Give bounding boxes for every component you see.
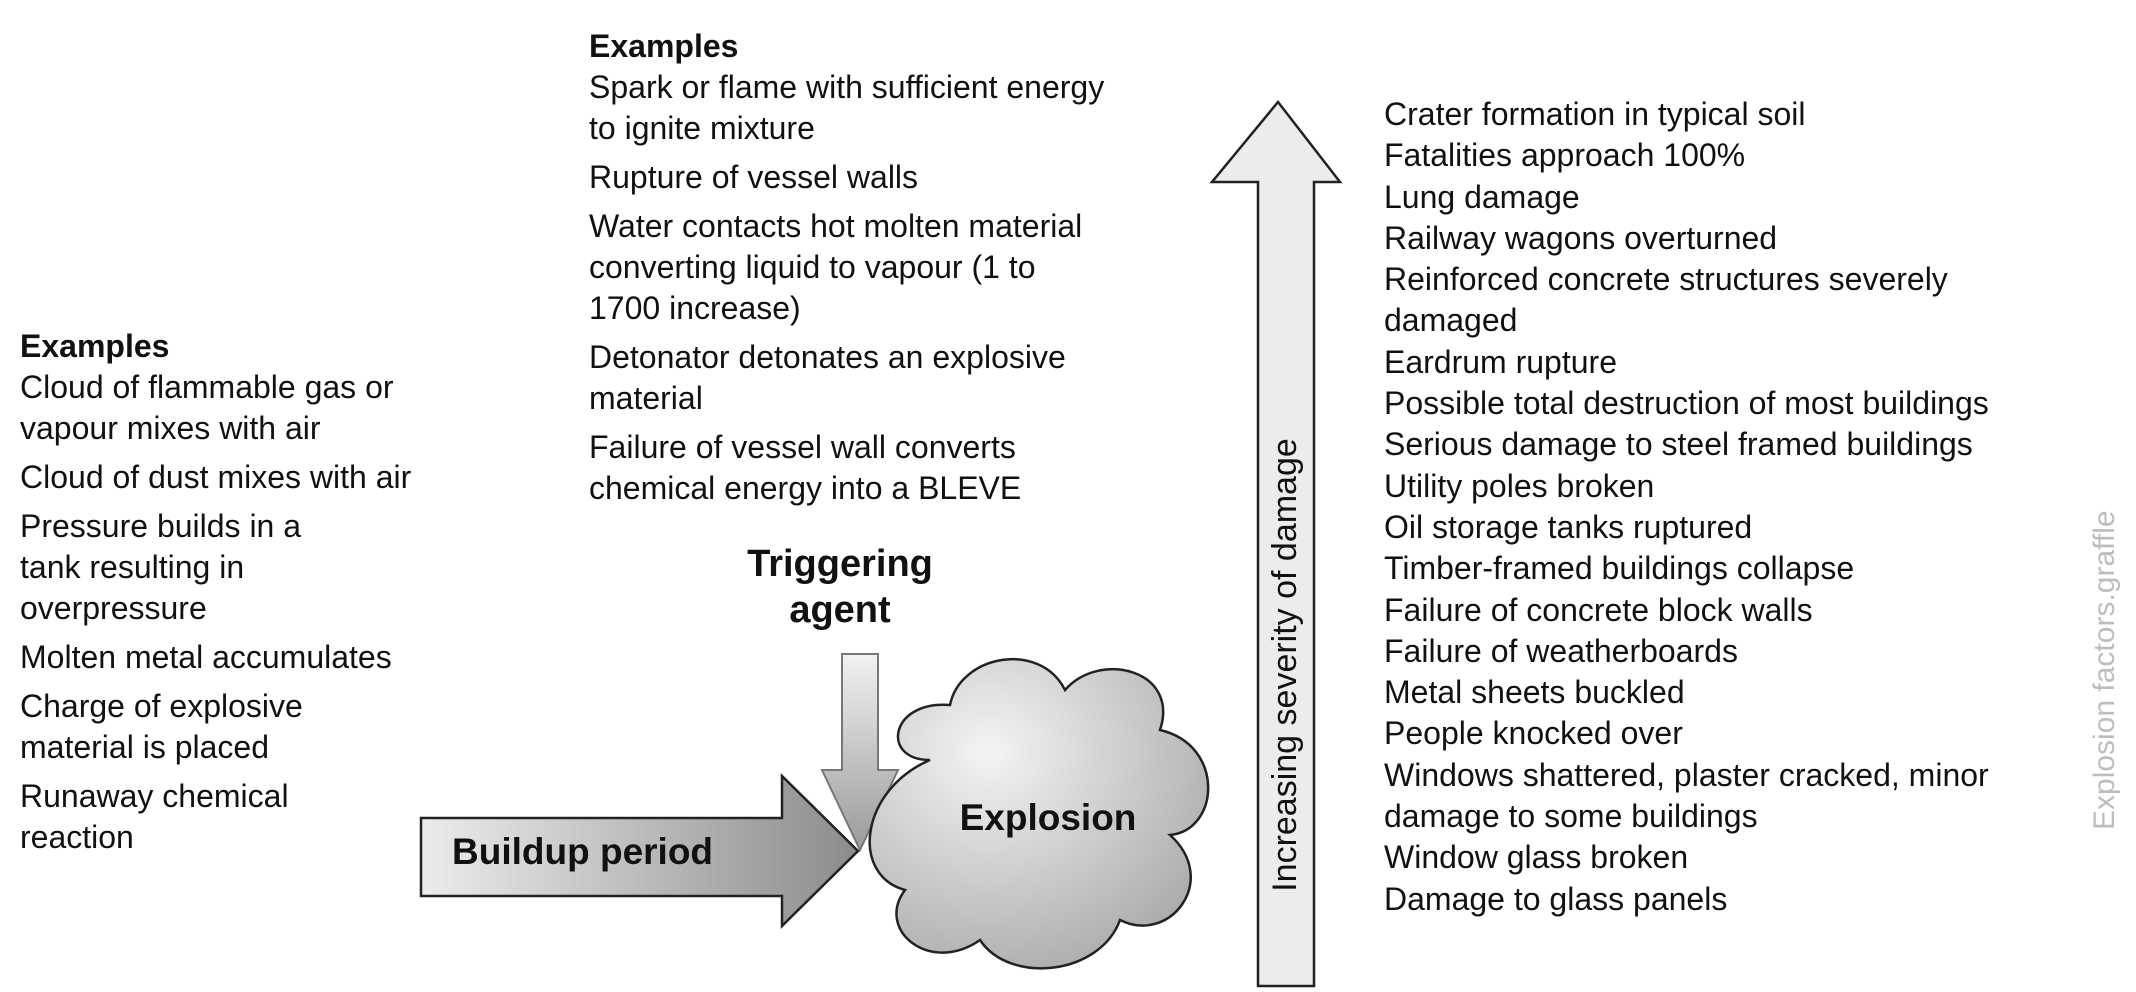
severity-arrow: Increasing severity of damage — [1209, 99, 1343, 988]
list-item-line: reaction — [20, 819, 134, 855]
list-item-line: Rupture of vessel walls — [589, 159, 919, 195]
list-item-line: Eardrum rupture — [1384, 343, 1617, 380]
list-item-line: Utility poles broken — [1384, 467, 1655, 504]
list-item-line: Failure of weatherboards — [1384, 632, 1738, 669]
list-item-line: Damage to glass panels — [1384, 880, 1728, 917]
list-item-line: Reinforced concrete structures severely — [1384, 261, 1948, 298]
initial-conditions-examples: Examples Cloud of flammable gas or vapour… — [20, 326, 411, 866]
list-item: Window glass broken — [1384, 837, 1989, 878]
list-item-line: Metal sheets buckled — [1384, 674, 1685, 711]
triggering-agent-label-line2: agent — [789, 589, 891, 631]
list-item-line: Crater formation in typical soil — [1384, 96, 1806, 132]
list-item-line: to ignite mixture — [589, 110, 815, 146]
triggering-agent-examples: Examples Spark or flame with sufficient … — [589, 26, 1104, 517]
list-item: Spark or flame with sufficient energy to … — [589, 67, 1104, 149]
list-item: Crater formation in typical soil — [1384, 94, 1989, 135]
middle-examples-heading: Examples — [589, 28, 739, 64]
list-item-line: Detonator detonates an explosive — [589, 339, 1066, 375]
list-item: Windows shattered, plaster cracked, mino… — [1384, 755, 1989, 838]
list-item: Pressure builds in a tank resulting in ove… — [20, 506, 411, 629]
list-item-line: Oil storage tanks ruptured — [1384, 508, 1753, 545]
list-item: Cloud of dust mixes with air — [20, 457, 411, 498]
severity-arrow-label: Increasing severity of damage — [1266, 438, 1304, 892]
list-item-line: Charge of explosive — [20, 688, 303, 724]
list-item: Metal sheets buckled — [1384, 672, 1989, 713]
left-examples-heading: Examples — [20, 328, 170, 364]
list-item-line: Failure of concrete block walls — [1384, 591, 1813, 628]
buildup-period-arrow: Buildup period — [419, 773, 860, 929]
list-item: Failure of concrete block walls — [1384, 590, 1989, 631]
list-item-line: Window glass broken — [1384, 839, 1689, 876]
list-item-line: Lung damage — [1384, 178, 1580, 215]
list-item: Timber-framed buildings collapse — [1384, 548, 1989, 589]
list-item: Charge of explosive material is placed — [20, 686, 411, 768]
list-item: Molten metal accumulates — [20, 637, 411, 678]
explosion-cloud: Explosion — [868, 657, 1210, 970]
file-watermark: Explosion factors.graffle — [2088, 510, 2121, 830]
list-item-line: chemical energy into a BLEVE — [589, 470, 1022, 506]
middle-examples-list: Spark or flame with sufficient energy to … — [589, 67, 1104, 509]
list-item-line: Water contacts hot molten material — [589, 208, 1083, 244]
list-item-line: Pressure builds in a — [20, 508, 302, 544]
list-item: Water contacts hot molten material conver… — [589, 206, 1104, 329]
triggering-agent-label-line1: Triggering — [747, 543, 933, 585]
buildup-period-label: Buildup period — [452, 831, 713, 872]
list-item-line: Spark or flame with sufficient energy — [589, 69, 1105, 105]
list-item: Failure of vessel wall converts chemical … — [589, 427, 1104, 509]
list-item-line: Failure of vessel wall converts — [589, 429, 1016, 465]
list-item: Railway wagons overturned — [1384, 218, 1989, 259]
list-item: Serious damage to steel framed buildings — [1384, 424, 1989, 465]
list-item: Cloud of flammable gas or vapour mixes wi… — [20, 367, 411, 449]
list-item-line: Railway wagons overturned — [1384, 219, 1778, 256]
list-item-line: Serious damage to steel framed buildings — [1384, 426, 1973, 463]
list-item: Eardrum rupture — [1384, 342, 1989, 383]
list-item-line: vapour mixes with air — [20, 410, 321, 446]
list-item: Possible total destruction of most build… — [1384, 383, 1989, 424]
list-item: Lung damage — [1384, 177, 1989, 218]
list-item-line: Timber-framed buildings collapse — [1384, 550, 1855, 587]
list-item-line: Cloud of dust mixes with air — [20, 459, 412, 495]
list-item-line: material — [589, 380, 703, 416]
list-item-line: Fatalities approach 100% — [1384, 137, 1746, 174]
list-item-line: Cloud of flammable gas or — [20, 369, 394, 405]
list-item-line: People knocked over — [1384, 715, 1683, 752]
triggering-agent-label: Triggering agent — [720, 541, 960, 633]
list-item-line: Runaway chemical — [20, 778, 289, 814]
left-examples-list: Cloud of flammable gas or vapour mixes wi… — [20, 367, 411, 858]
list-item-line: material is placed — [20, 729, 269, 765]
list-item: Rupture of vessel walls — [589, 157, 1104, 198]
list-item-line: Windows shattered, plaster cracked, mino… — [1384, 756, 1989, 793]
list-item: Fatalities approach 100% — [1384, 135, 1989, 176]
list-item-line: overpressure — [20, 590, 207, 626]
list-item: Oil storage tanks ruptured — [1384, 507, 1989, 548]
list-item-line: converting liquid to vapour (1 to — [589, 249, 1036, 285]
list-item-line: Possible total destruction of most build… — [1384, 385, 1989, 422]
list-item: Detonator detonates an explosive material — [589, 337, 1104, 419]
list-item-line: 1700 increase) — [589, 290, 801, 326]
list-item-line: tank resulting in — [20, 549, 245, 585]
explosion-label: Explosion — [960, 797, 1137, 838]
list-item-line: Molten metal accumulates — [20, 639, 392, 675]
list-item: Reinforced concrete structures severely d… — [1384, 259, 1989, 342]
list-item: Damage to glass panels — [1384, 879, 1989, 920]
list-item: Runaway chemical reaction — [20, 776, 411, 858]
list-item: Failure of weatherboards — [1384, 631, 1989, 672]
list-item-line: damaged — [1384, 302, 1518, 339]
list-item: Utility poles broken — [1384, 466, 1989, 507]
list-item: People knocked over — [1384, 713, 1989, 754]
list-item-line: damage to some buildings — [1384, 798, 1758, 835]
